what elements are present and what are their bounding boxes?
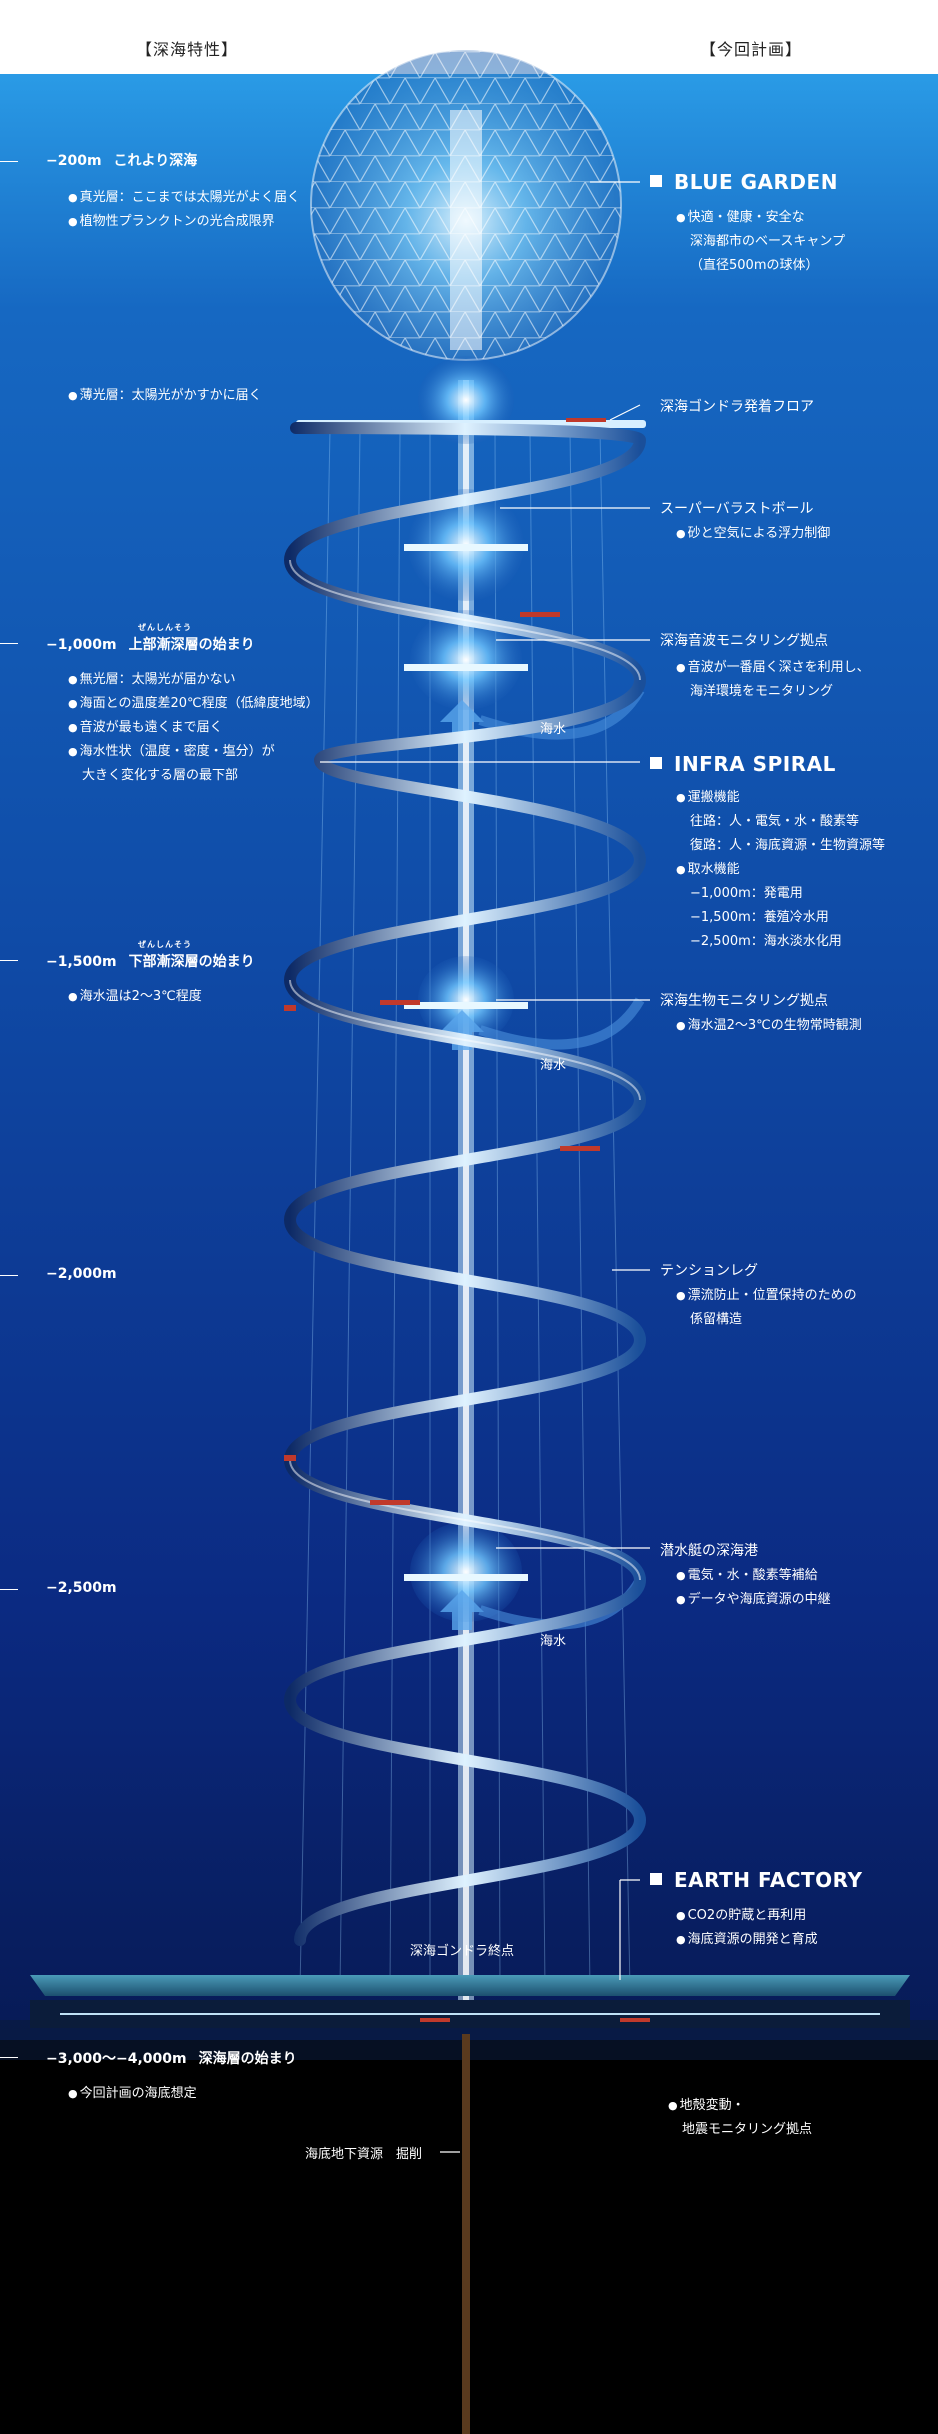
note-line: 真光層：ここまでは太陽光がよく届く — [68, 186, 300, 210]
note-line: −1,000m：発電用 — [690, 886, 803, 901]
callout-tension-leg: テンションレグ — [660, 1263, 758, 1279]
note-line: CO2の貯蔵と再利用 — [676, 1904, 818, 1928]
tension-notes: 漂流防止・位置保持のための 係留構造 — [676, 1284, 857, 1332]
depth-value: −2,000m — [46, 1266, 117, 1282]
seawater-label: 海水 — [540, 1058, 567, 1073]
depth-value: −1,000m — [46, 637, 117, 653]
note-line: 海面との温度差20℃程度（低緯度地域） — [68, 692, 319, 716]
note-line: 運搬機能 — [676, 786, 885, 810]
depth-value: −2,500m — [46, 1580, 117, 1596]
quake-notes: 地殻変動・ 地震モニタリング拠点 — [668, 2094, 812, 2142]
section-earth-factory: EARTH FACTORY — [650, 1868, 862, 1892]
depth-label: 上部漸深層の始まり — [128, 637, 255, 653]
note-line: 地震モニタリング拠点 — [682, 2122, 813, 2137]
note-line: 海水温2〜3℃の生物常時観測 — [676, 1014, 862, 1038]
square-bullet-icon — [650, 757, 662, 769]
right-column-header: 【今回計画】 — [700, 40, 803, 59]
note-line: データや海底資源の中継 — [676, 1588, 831, 1612]
note-line: 今回計画の海底想定 — [68, 2082, 197, 2106]
note-line: 音波が一番届く深さを利用し、 — [676, 656, 870, 680]
note-deep1500: 海水温は2〜3℃程度 — [68, 985, 202, 1009]
note-line: 海水性状（温度・密度・塩分）が — [68, 740, 319, 764]
note-line: −2,500m：海水淡水化用 — [690, 934, 842, 949]
furigana: ぜんしんそう — [138, 623, 192, 632]
section-title: BLUE GARDEN — [674, 170, 838, 194]
note-line: 海水温は2〜3℃程度 — [68, 985, 202, 1009]
seawater-label: 海水 — [540, 722, 567, 737]
callout-sonar: 深海音波モニタリング拠点 — [660, 633, 828, 649]
note-seabed: 今回計画の海底想定 — [68, 2082, 197, 2106]
callout-gondola-floor: 深海ゴンドラ発着フロア — [660, 399, 814, 415]
square-bullet-icon — [650, 1873, 662, 1885]
depth-label: これより深海 — [113, 153, 198, 169]
note-aphotic: 無光層：太陽光が届かない 海面との温度差20℃程度（低緯度地域） 音波が最も遠く… — [68, 668, 319, 788]
ballast-notes: 砂と空気による浮力制御 — [676, 522, 831, 546]
square-bullet-icon — [650, 175, 662, 187]
note-line: 復路：人・海底資源・生物資源等 — [690, 838, 886, 853]
note-line: 快適・健康・安全な — [676, 206, 845, 230]
depth-1500m: ぜんしんそう −1,500m 下部漸深層の始まり — [46, 940, 255, 971]
note-line: （直径500mの球体） — [690, 258, 819, 273]
note-line: 薄光層：太陽光がかすかに届く — [68, 384, 262, 408]
section-title: EARTH FACTORY — [674, 1868, 863, 1892]
seawater-label: 海水 — [540, 1634, 567, 1649]
depth-label: 下部漸深層の始まり — [128, 954, 255, 970]
port-notes: 電気・水・酸素等補給 データや海底資源の中継 — [676, 1564, 831, 1612]
section-infra-spiral: INFRA SPIRAL — [650, 752, 836, 776]
note-line: 音波が最も遠くまで届く — [68, 716, 319, 740]
callout-gondola-end: 深海ゴンドラ終点 — [410, 1944, 515, 1959]
bio-notes: 海水温2〜3℃の生物常時観測 — [676, 1014, 862, 1038]
callout-sub-port: 潜水艇の深海港 — [660, 1543, 758, 1559]
depth-3000m: −3,000〜−4,000m 深海層の始まり — [46, 2048, 297, 2068]
note-line: 海底資源の開発と育成 — [676, 1928, 818, 1952]
callout-bio: 深海生物モニタリング拠点 — [660, 993, 828, 1009]
note-line: 砂と空気による浮力制御 — [676, 522, 831, 546]
blue-garden-notes: 快適・健康・安全な 深海都市のベースキャンプ （直径500mの球体） — [676, 206, 845, 278]
note-line: 海洋環境をモニタリング — [690, 684, 834, 699]
callout-mining: 海底地下資源 掘削 — [305, 2147, 423, 2162]
depth-value: −1,500m — [46, 954, 117, 970]
note-line: 植物性プランクトンの光合成限界 — [68, 210, 300, 234]
furigana: ぜんしんそう — [138, 940, 192, 949]
depth-1000m: ぜんしんそう −1,000m 上部漸深層の始まり — [46, 623, 255, 654]
note-surface: 真光層：ここまでは太陽光がよく届く 植物性プランクトンの光合成限界 — [68, 186, 300, 234]
note-line: 係留構造 — [690, 1312, 743, 1327]
depth-2000m: −2,000m — [46, 1266, 129, 1282]
section-title: INFRA SPIRAL — [674, 752, 836, 776]
left-column-header: 【深海特性】 — [136, 40, 239, 59]
note-line: 漂流防止・位置保持のための — [676, 1284, 857, 1308]
depth-200m: −200m これより深海 — [46, 150, 197, 170]
infra-spiral-notes: 運搬機能 往路：人・電気・水・酸素等 復路：人・海底資源・生物資源等 取水機能 … — [676, 786, 885, 954]
note-line: 大きく変化する層の最下部 — [82, 768, 239, 783]
note-line: 地殻変動・ — [668, 2094, 812, 2118]
callout-ballast: スーパーバラストボール — [660, 501, 814, 517]
note-line: 電気・水・酸素等補給 — [676, 1564, 831, 1588]
note-line: −1,500m：養殖冷水用 — [690, 910, 829, 925]
section-blue-garden: BLUE GARDEN — [650, 170, 838, 194]
depth-value: −3,000〜−4,000m — [46, 2051, 187, 2067]
sonar-notes: 音波が一番届く深さを利用し、 海洋環境をモニタリング — [676, 656, 870, 704]
depth-value: −200m — [46, 153, 102, 169]
note-line: 取水機能 — [676, 858, 885, 882]
depth-label: 深海層の始まり — [198, 2051, 297, 2067]
note-line: 無光層：太陽光が届かない — [68, 668, 319, 692]
depth-2500m: −2,500m — [46, 1580, 129, 1596]
note-twilight: 薄光層：太陽光がかすかに届く — [68, 384, 262, 408]
note-line: 往路：人・電気・水・酸素等 — [690, 814, 860, 829]
earth-factory-notes: CO2の貯蔵と再利用 海底資源の開発と育成 — [676, 1904, 818, 1952]
note-line: 深海都市のベースキャンプ — [690, 234, 845, 249]
